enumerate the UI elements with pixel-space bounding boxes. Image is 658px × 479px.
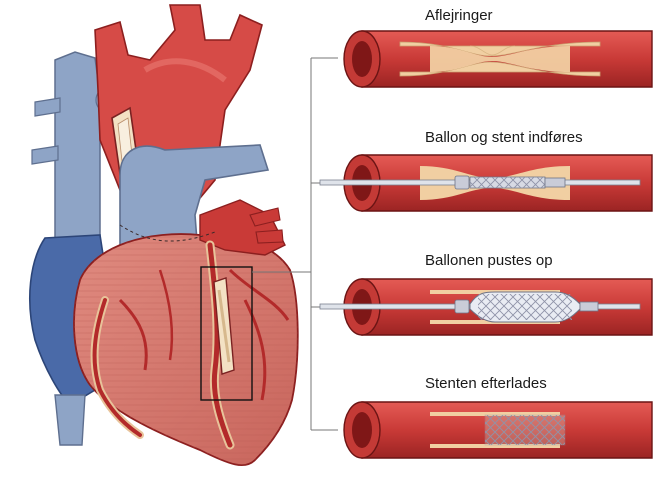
artery-panel-inflated bbox=[320, 279, 652, 335]
vena-cava bbox=[55, 52, 100, 250]
heart bbox=[30, 5, 298, 465]
artery-panel-insert bbox=[320, 155, 652, 211]
inferior-vena-cava bbox=[55, 395, 85, 445]
catheter-tip bbox=[580, 302, 598, 311]
artery-panel-stent bbox=[344, 402, 652, 458]
step-label-insert: Ballon og stent indføres bbox=[425, 129, 583, 147]
catheter-connector bbox=[455, 176, 469, 189]
step-label-stent-left: Stenten efterlades bbox=[425, 375, 547, 393]
catheter-connector bbox=[455, 300, 469, 313]
artery-panel-plaque bbox=[344, 31, 652, 87]
catheter-tip bbox=[545, 178, 565, 187]
vein-branch-left-2 bbox=[32, 146, 58, 164]
pulmonary-vein-2 bbox=[256, 230, 283, 243]
step-label-inflate: Ballonen pustes op bbox=[425, 252, 553, 270]
step-label-plaque: Aflejringer bbox=[425, 7, 493, 25]
